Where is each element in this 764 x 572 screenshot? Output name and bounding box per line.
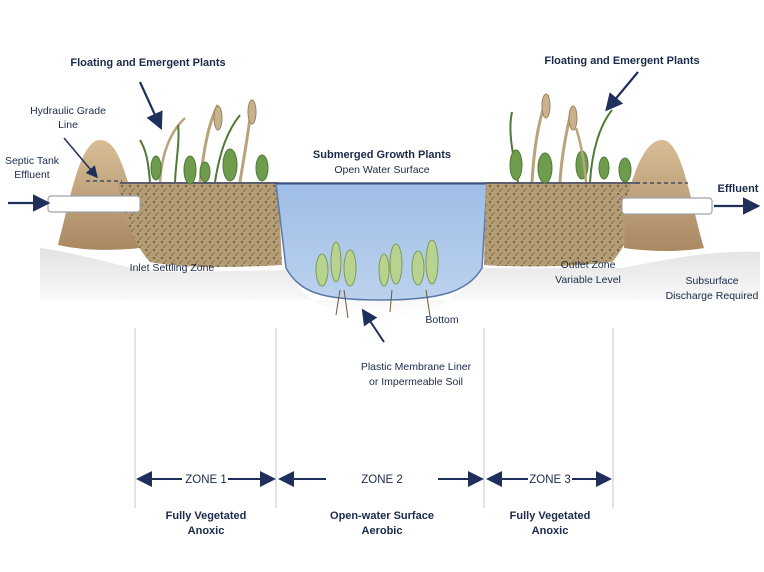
liner-arrow xyxy=(361,308,385,343)
effluent-label: Effluent xyxy=(718,183,759,195)
floating-right-arrow xyxy=(605,71,639,112)
subsurface-label-1: Subsurface xyxy=(685,275,738,287)
bottom-label: Bottom xyxy=(425,314,459,326)
liner-label-2: or Impermeable Soil xyxy=(369,376,463,388)
emergent-plants-right xyxy=(509,93,632,184)
zone-1-desc-2: Anoxic xyxy=(188,525,225,537)
inlet-pipe xyxy=(47,195,141,213)
zone-3-desc-2: Anoxic xyxy=(532,525,569,537)
floating-right-label: Floating and Emergent Plants xyxy=(544,55,699,67)
outlet-zone-label-2: Variable Level xyxy=(555,274,621,286)
inlet-zone-label: Inlet Settling Zone xyxy=(130,262,215,274)
septic-label-2: Effluent xyxy=(14,169,49,181)
floating-left-arrow xyxy=(138,81,163,131)
zone-2-desc-1: Open-water Surface xyxy=(330,510,434,522)
zone-3-desc-1: Fully Vegetated xyxy=(510,510,591,522)
ground-base xyxy=(40,248,760,318)
floating-left-label: Floating and Emergent Plants xyxy=(70,57,225,69)
liner-label-1: Plastic Membrane Liner xyxy=(361,361,472,373)
zone-2-desc-2: Aerobic xyxy=(362,525,403,537)
outlet-pipe xyxy=(621,197,713,215)
zone-2-label: ZONE 2 xyxy=(361,474,403,486)
hydraulic-arrow xyxy=(63,137,98,179)
hydraulic-label-2: Line xyxy=(58,119,78,131)
submerged-label: Submerged Growth Plants xyxy=(313,149,451,161)
right-berm xyxy=(624,140,704,251)
zone-1-label: ZONE 1 xyxy=(185,474,227,486)
zone-3-label: ZONE 3 xyxy=(529,474,571,486)
hydraulic-label-1: Hydraulic Grade xyxy=(30,105,106,117)
inlet-gravel-bed xyxy=(118,182,282,267)
septic-label-1: Septic Tank xyxy=(5,155,60,167)
outlet-gravel-bed xyxy=(484,182,640,267)
zone-dividers xyxy=(134,328,614,508)
zone-1-desc-1: Fully Vegetated xyxy=(166,510,247,522)
open-water-label: Open Water Surface xyxy=(334,164,429,176)
submerged-plants xyxy=(315,239,439,319)
outlet-zone-label-1: Outlet Zone xyxy=(561,259,616,271)
emergent-plants-left xyxy=(139,99,269,185)
left-berm xyxy=(58,140,140,250)
subsurface-label-2: Discharge Required xyxy=(666,290,759,302)
